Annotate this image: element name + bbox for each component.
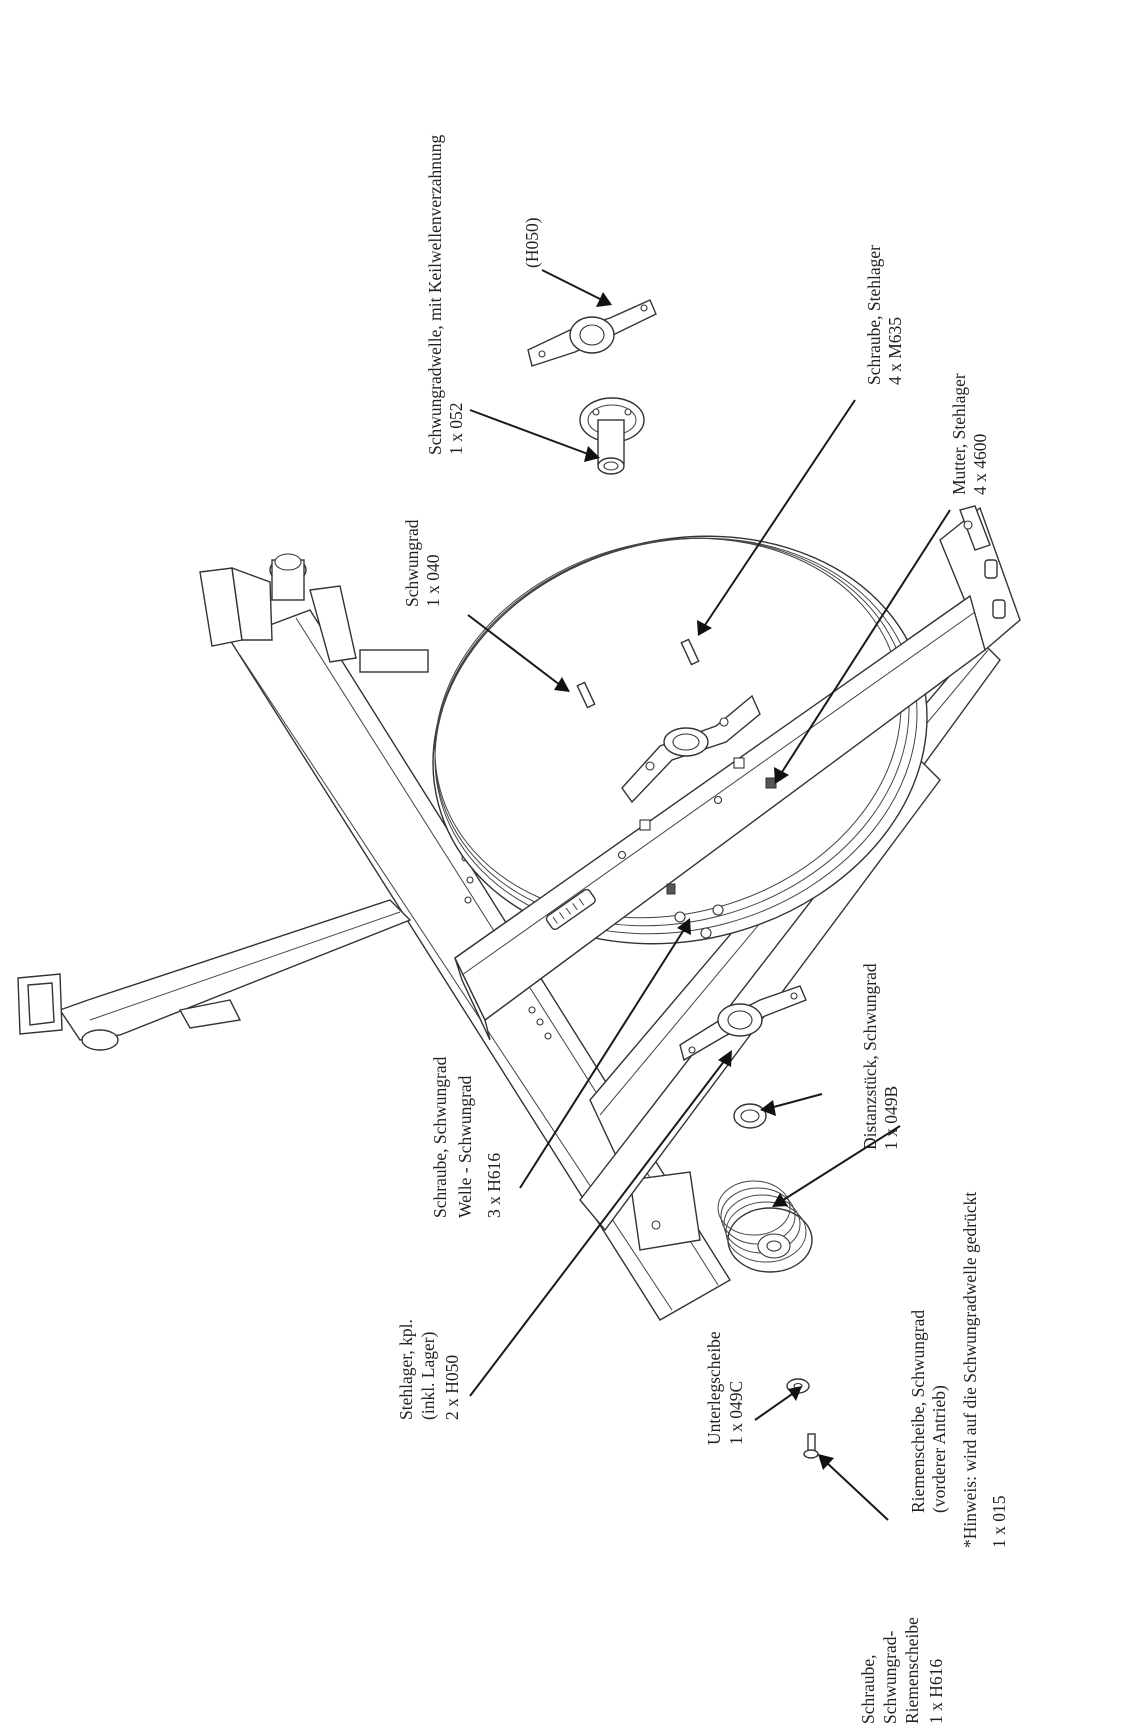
- axle-shaft-part: [579, 397, 645, 475]
- label-line: (H050): [522, 217, 542, 268]
- label-line: Schwungradwelle, mit Keilwellenverzahnun…: [425, 135, 445, 455]
- label-riemenscheibe: Riemenscheibe, Schwungrad (vorderer Antr…: [908, 1310, 949, 1513]
- label-line: Stehlager, kpl.: [396, 1319, 416, 1420]
- label-line: 1 x 049C: [726, 1381, 746, 1445]
- label-line: Riemenscheibe, Schwungrad: [908, 1310, 928, 1513]
- leader-lines: [467, 269, 951, 1521]
- label-schraube-riemenscheibe: Schraube, Schwungrad- Riemenscheibe 1 x …: [858, 1617, 946, 1724]
- label-line: 2 x H050: [442, 1355, 462, 1420]
- left-leg-tube: [17, 899, 412, 1051]
- label-line: Riemenscheibe: [902, 1617, 922, 1724]
- label-line: 4 x M635: [885, 317, 905, 385]
- label-line: 1 x 052: [446, 403, 466, 456]
- label-stehlager: Stehlager, kpl. (inkl. Lager) 2 x H050: [396, 1319, 462, 1420]
- label-line: (inkl. Lager): [418, 1331, 438, 1420]
- label-line: Schraube,: [858, 1655, 878, 1725]
- label-h050-top: (H050): [522, 217, 542, 268]
- label-hinweis: *Hinweis: wird auf die Schwungradwelle g…: [960, 1192, 1009, 1548]
- label-line: 4 x 4600: [970, 434, 990, 496]
- label-line: Schraube, Schwungrad: [430, 1056, 450, 1218]
- label-line: 3 x H616: [484, 1153, 504, 1218]
- label-unterlegscheibe: Unterlegscheibe 1 x 049C: [704, 1331, 746, 1445]
- label-line: Schwungrad: [402, 519, 422, 607]
- label-line: Schraube, Stehlager: [864, 245, 884, 385]
- label-line: Schwungrad-: [880, 1631, 900, 1724]
- label-line: 1 x 049B: [881, 1086, 901, 1150]
- bottom-rail: [579, 758, 941, 1232]
- bearing-housing-top: [527, 299, 657, 367]
- bearing-housing-lower: [679, 985, 807, 1062]
- label-line: *Hinweis: wird auf die Schwungradwelle g…: [960, 1192, 980, 1548]
- top-end-cap: [199, 553, 357, 663]
- label-line: 1 x 040: [423, 554, 443, 607]
- label-line: Unterlegscheibe: [704, 1331, 724, 1445]
- flywheel: [432, 535, 986, 1022]
- label-schwungrad: Schwungrad 1 x 040: [402, 519, 443, 607]
- label-schraube-stehlager: Schraube, Stehlager 4 x M635: [864, 245, 905, 385]
- pulley-screw: [803, 1433, 819, 1459]
- label-line: 1 x H616: [926, 1659, 946, 1724]
- label-mutter-stehlager: Mutter, Stehlager 4 x 4600: [949, 373, 990, 495]
- spacer-ring: [733, 1103, 767, 1129]
- label-line: Welle - Schwungrad: [455, 1075, 475, 1218]
- label-distanzstueck: Distanzstück, Schwungrad 1 x 049B: [860, 963, 901, 1150]
- label-line: 1 x 015: [989, 1495, 1009, 1548]
- belt-pulley: [717, 1180, 813, 1273]
- label-line: Distanzstück, Schwungrad: [860, 963, 880, 1150]
- label-schraube-welle: Schraube, Schwungrad Welle - Schwungrad …: [430, 1056, 504, 1218]
- flywheel-screws: [576, 638, 724, 939]
- label-schwungradwelle: Schwungradwelle, mit Keilwellenverzahnun…: [425, 135, 466, 455]
- label-line: Mutter, Stehlager: [949, 373, 969, 495]
- flywheel-hub-bracket: [621, 694, 761, 804]
- label-line: (vorderer Antrieb): [929, 1385, 949, 1513]
